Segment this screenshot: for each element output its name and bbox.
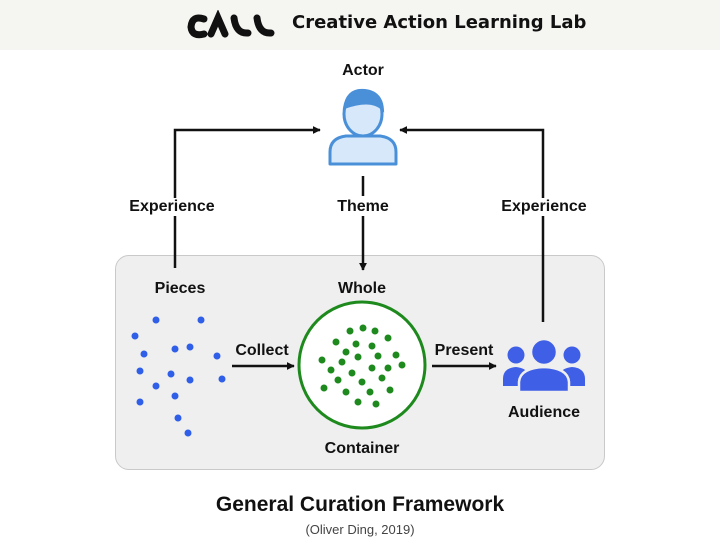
collect-label: Collect [235,342,289,359]
whole-label: Whole [338,280,386,297]
theme-label: Theme [337,198,389,215]
actor-person-icon [328,88,398,166]
header-bar: Creative Action Learning Lab [0,0,720,50]
experience-left-label: Experience [129,198,215,215]
lab-name: Creative Action Learning Lab [292,12,587,33]
pieces-label: Pieces [154,280,206,297]
diagram-credit: (Oliver Ding, 2019) [305,522,415,537]
diagram-title: General Curation Framework [215,493,505,516]
whole-container-circle [297,300,427,430]
container-label: Container [324,440,400,457]
audience-group-icon [503,337,585,394]
experience-left-arrow [173,126,321,268]
actor-label: Actor [342,62,384,79]
pieces-dots [131,316,226,437]
experience-right-label: Experience [501,198,587,215]
whole-dots [318,324,406,408]
calll-logo-icon [187,10,275,39]
experience-right-arrow [399,126,545,322]
audience-label: Audience [507,404,581,421]
present-label: Present [434,342,494,359]
